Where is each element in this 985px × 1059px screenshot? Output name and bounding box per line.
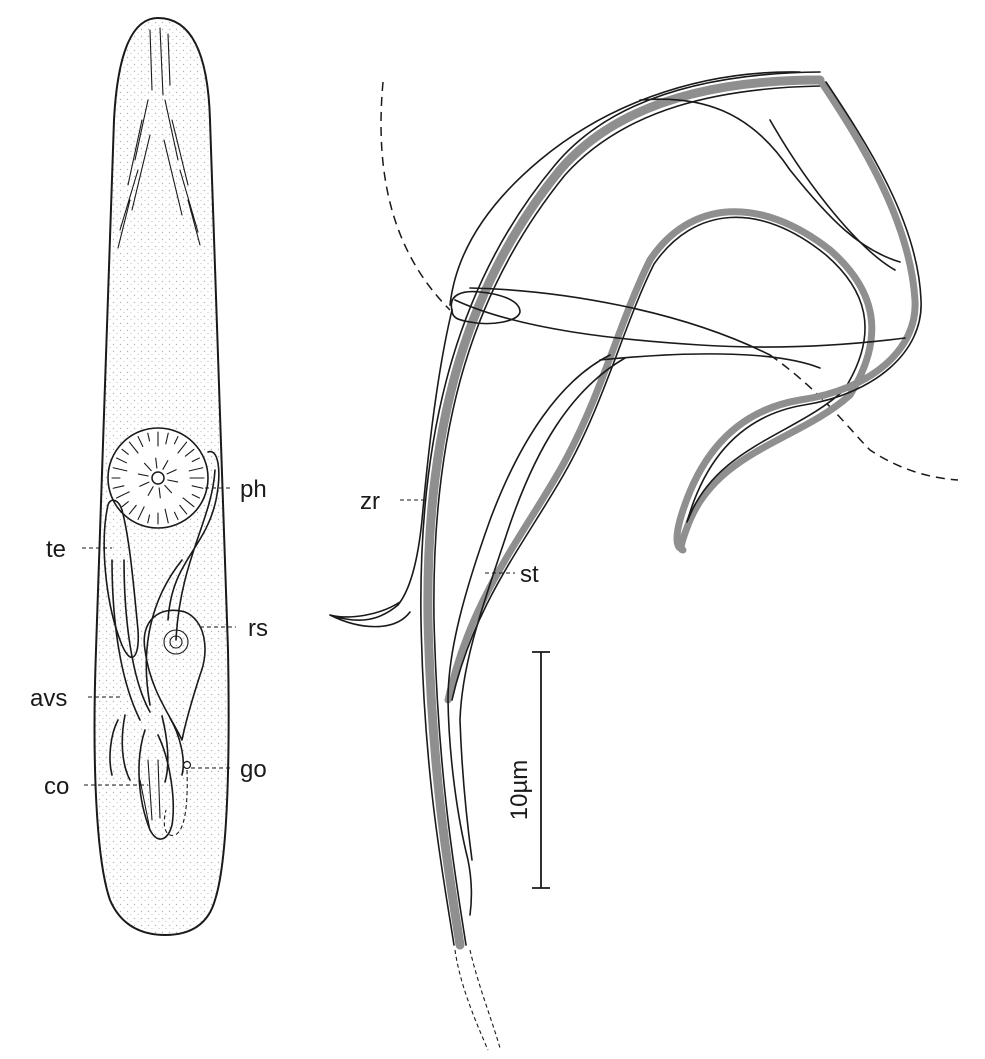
left-labels: ph te rs avs co go bbox=[30, 476, 268, 800]
label-te: te bbox=[46, 536, 66, 563]
stylet-detail-drawing bbox=[329, 71, 959, 1051]
worm-body-drawing bbox=[93, 16, 230, 937]
stylet-tube bbox=[423, 75, 825, 950]
receptaculum-seminis bbox=[143, 609, 206, 741]
st-strand bbox=[447, 354, 611, 916]
rhabdite-tracts bbox=[117, 27, 201, 249]
label-go: go bbox=[240, 756, 267, 783]
copulatory-organ bbox=[109, 714, 185, 840]
scale-bar: 10µm bbox=[506, 651, 550, 889]
label-co: co bbox=[44, 773, 69, 800]
label-avs: avs bbox=[30, 685, 67, 712]
label-zr: zr bbox=[360, 488, 380, 515]
scale-bar-label: 10µm bbox=[506, 760, 533, 821]
pharynx bbox=[107, 427, 209, 529]
label-rs: rs bbox=[248, 615, 268, 642]
distal-extension-dashed bbox=[454, 949, 501, 1051]
stylet-outer-hook bbox=[673, 76, 919, 552]
bulb-outline-dashed bbox=[380, 81, 451, 311]
right-labels: zr st bbox=[360, 488, 539, 588]
label-ph: ph bbox=[240, 476, 267, 503]
accessory-duct bbox=[111, 559, 183, 721]
zr-hook bbox=[329, 309, 453, 628]
stylet-thin-lines bbox=[449, 71, 801, 306]
gonopore bbox=[182, 760, 192, 770]
gonopore-canal bbox=[163, 769, 188, 836]
label-st: st bbox=[520, 561, 539, 588]
stylet-loop bbox=[444, 208, 876, 704]
bulb-outline-dashed-right bbox=[769, 354, 959, 481]
testis-left bbox=[103, 499, 140, 659]
